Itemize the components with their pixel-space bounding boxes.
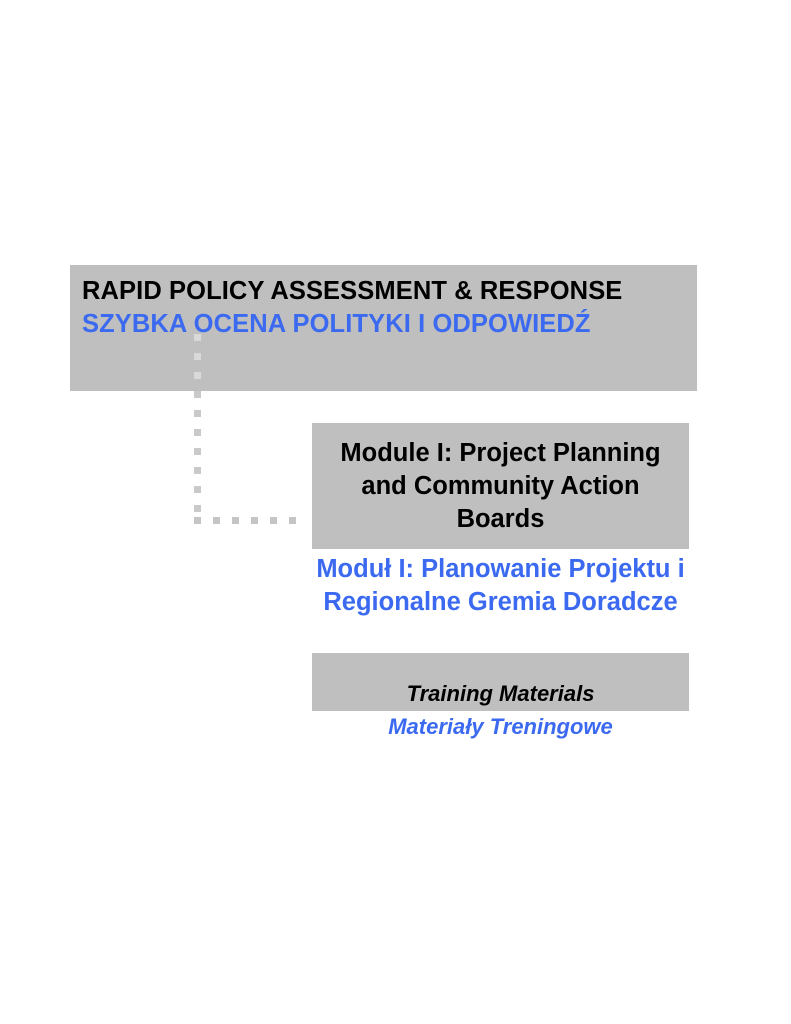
module-title-english: Module I: Project Planning and Community…: [340, 438, 661, 533]
training-materials-english: Training Materials: [406, 681, 595, 706]
training-materials-polish: Materiały Treningowe: [388, 714, 613, 739]
title-polish: SZYBKA OCENA POLITYKI I ODPOWIEDŹ: [82, 310, 591, 338]
title-english: RAPID POLICY ASSESSMENT & RESPONSE: [82, 277, 623, 305]
connector-horizontal: [194, 517, 304, 524]
training-materials-box: Training Materials: [312, 653, 689, 711]
module-title-polish: Moduł I: Planowanie Projektu i Regionaln…: [316, 555, 685, 616]
title-box: RAPID POLICY ASSESSMENT & RESPONSE SZYBK…: [70, 265, 697, 391]
connector-vertical-lower: [194, 391, 201, 524]
module-box: Module I: Project Planning and Community…: [312, 423, 689, 549]
